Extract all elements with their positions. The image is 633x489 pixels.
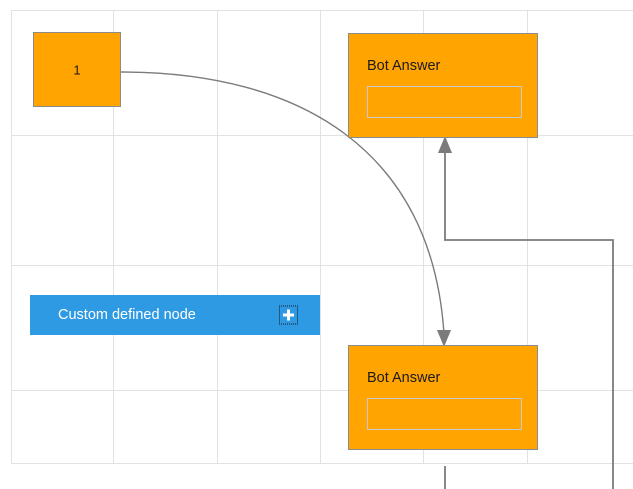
- grid-line-horizontal: [11, 390, 633, 391]
- grid-line-horizontal: [11, 135, 633, 136]
- node-answer-slot[interactable]: [367, 398, 522, 430]
- grid-line-vertical: [217, 10, 218, 463]
- node-bot-answer-bottom[interactable]: Bot Answer: [348, 345, 538, 450]
- custom-defined-node-label: Custom defined node: [58, 306, 196, 323]
- node-bot-answer-top[interactable]: Bot Answer: [348, 33, 538, 138]
- grid-line-horizontal: [11, 463, 633, 464]
- custom-defined-node-button[interactable]: Custom defined node: [30, 295, 320, 335]
- grid-line-vertical: [11, 10, 12, 463]
- grid-line-horizontal: [11, 10, 633, 11]
- node-answer-slot[interactable]: [367, 86, 522, 118]
- node-start-label: 1: [73, 62, 81, 77]
- node-title: Bot Answer: [367, 370, 441, 386]
- grid-line-vertical: [113, 10, 114, 463]
- plus-icon-vertical-bar: [287, 309, 290, 321]
- node-title: Bot Answer: [367, 58, 441, 74]
- node-start[interactable]: 1: [33, 32, 121, 107]
- grid-line-horizontal: [11, 265, 633, 266]
- grid-line-vertical: [320, 10, 321, 463]
- plus-icon[interactable]: [279, 305, 298, 325]
